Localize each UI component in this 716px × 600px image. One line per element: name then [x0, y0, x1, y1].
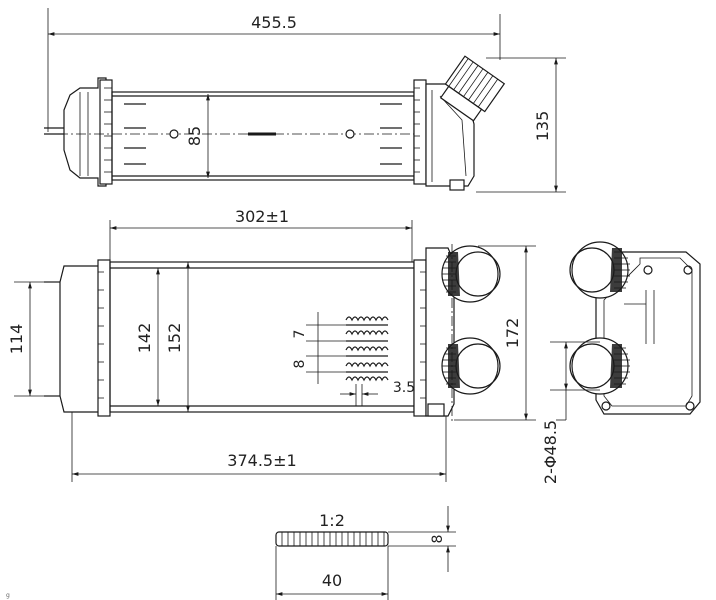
dim-overall-height: 135: [533, 111, 552, 142]
dim-tube-gap: 3.5: [393, 380, 415, 396]
detail-scale: 1:2: [319, 511, 345, 530]
fin-detail: [306, 312, 389, 406]
side-outlet-top: [569, 241, 630, 299]
corner-mark: g: [6, 592, 10, 599]
outlet-bottom: [441, 337, 501, 395]
dim-outlet-diameter: 2-Φ48.5: [541, 420, 560, 484]
dim-core-height-top: 85: [185, 126, 204, 146]
scale-detail: 1:2 8 40: [275, 506, 456, 600]
top-view: 455.5 85: [44, 8, 566, 193]
dim-fin-pitch-7: 7: [292, 330, 308, 339]
dim-core-length: 302±1: [235, 207, 289, 226]
dim-mount-spacing: 114: [7, 324, 26, 355]
dim-detail-height: 8: [430, 535, 446, 544]
front-view: 302±1 114 142 152: [7, 207, 536, 482]
side-view: 2-Φ48.5: [541, 241, 701, 484]
dim-core-height-front: 142: [135, 323, 154, 354]
outlet-top: [441, 245, 501, 303]
side-outlet-bottom: [569, 337, 630, 395]
dim-overall-length: 455.5: [251, 13, 297, 32]
dim-detail-width: 40: [322, 571, 342, 590]
dim-total-length: 374.5±1: [227, 451, 296, 470]
dim-fin-pitch-8: 8: [292, 360, 308, 369]
dim-core-width-front: 152: [165, 323, 184, 354]
dim-side-height: 172: [503, 318, 522, 349]
